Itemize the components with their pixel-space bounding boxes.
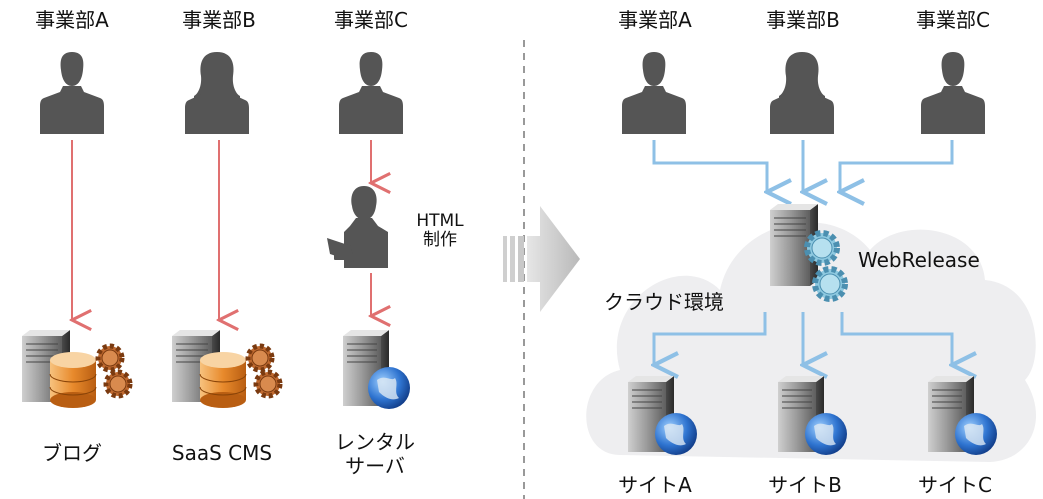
site-server-icon (628, 376, 697, 455)
developer-icon (327, 186, 388, 268)
left-dept-c-label: 事業部C (334, 8, 408, 32)
webrelease-server-icon (770, 204, 848, 302)
site-c-label: サイトC (918, 473, 992, 497)
database-icon (199, 352, 247, 408)
globe-icon (805, 413, 847, 455)
server-db-icon (22, 330, 133, 408)
arrow-site-c (840, 312, 952, 365)
person-icon (622, 52, 686, 134)
site-server-icon (778, 376, 847, 455)
html-production-label: HTML 制作 (416, 211, 464, 250)
left-dept-a-label: 事業部A (35, 8, 109, 32)
webrelease-label: WebRelease (858, 248, 980, 272)
right-dept-a-label: 事業部A (618, 8, 692, 32)
right-dept-c-label: 事業部C (916, 8, 990, 32)
cloud-environment-label: クラウド環境 (604, 290, 724, 314)
globe-icon (655, 413, 697, 455)
person-female-icon (770, 52, 834, 134)
arrow-site-a (654, 312, 767, 365)
globe-icon (368, 367, 410, 409)
arrow-right-c (840, 140, 954, 192)
left-dept-b-label: 事業部B (182, 8, 256, 32)
server-db-icon (172, 330, 283, 408)
gear-icon (95, 343, 133, 399)
person-icon (339, 52, 403, 134)
transition-arrow (503, 206, 580, 312)
person-female-icon (185, 52, 249, 134)
arrow-right-a (652, 140, 767, 192)
person-icon (921, 52, 985, 134)
left-output-rental-label: レンタル サーバ (335, 430, 415, 478)
left-output-blog-label: ブログ (42, 441, 102, 465)
globe-icon (955, 413, 997, 455)
server-globe-icon (343, 330, 410, 409)
database-icon (49, 352, 97, 408)
cloud-shape (586, 222, 1037, 462)
site-b-label: サイトB (768, 473, 842, 497)
right-dept-b-label: 事業部B (766, 8, 840, 32)
gear-icon (245, 343, 283, 399)
person-icon (40, 52, 104, 134)
site-a-label: サイトA (618, 473, 692, 497)
gear-icon (804, 230, 848, 302)
site-server-icon (928, 376, 997, 455)
left-output-saas-label: SaaS CMS (171, 441, 273, 465)
